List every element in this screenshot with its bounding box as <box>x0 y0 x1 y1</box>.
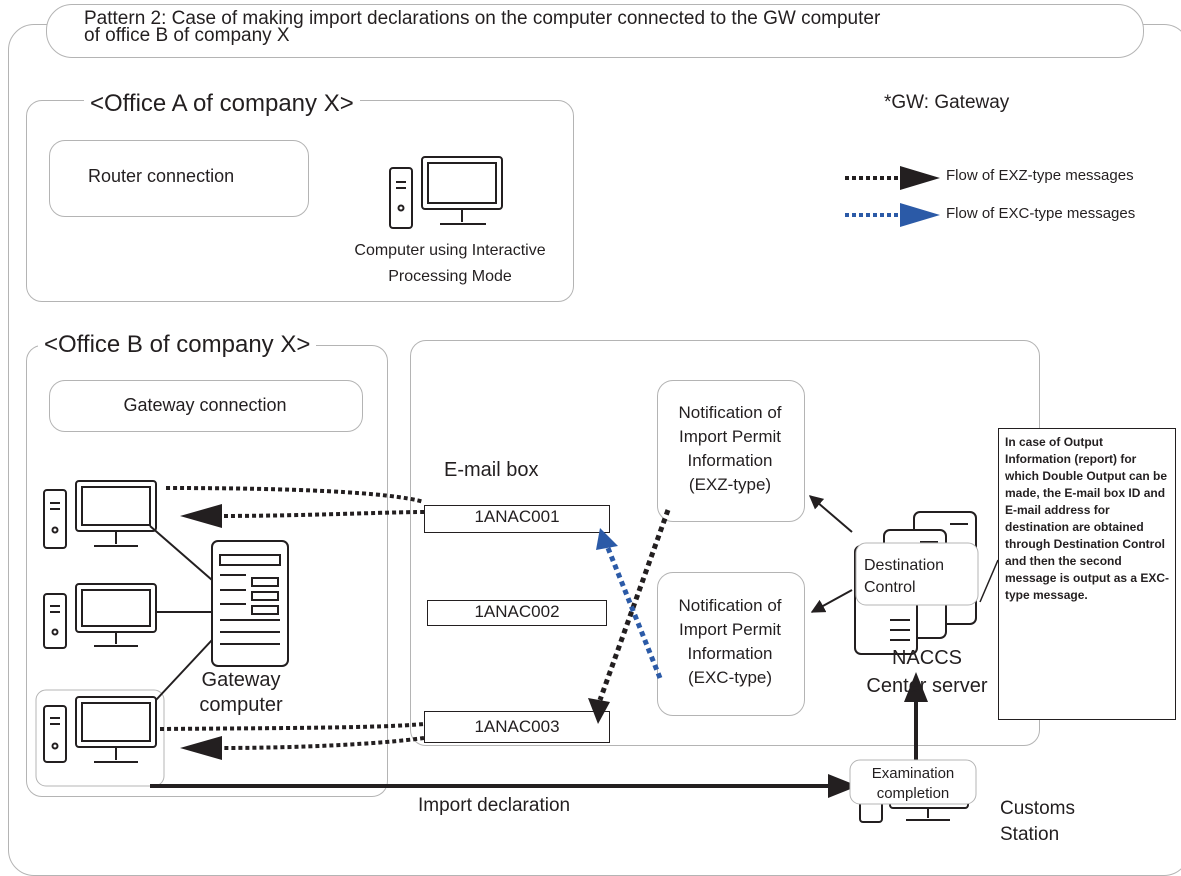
office-b-computer-3-icon <box>43 696 157 763</box>
import-declaration-arrowhead <box>828 774 858 798</box>
exz-arrowhead-computer-3 <box>180 736 222 760</box>
office-b-computer-2-icon <box>43 583 157 649</box>
exz-flow-1anac001 <box>165 486 425 518</box>
interactive-computer-label: Computer using Interactive Processing Mo… <box>354 242 546 285</box>
office-b-computer-1-icon <box>43 480 157 549</box>
customs-station-label: Customs Station <box>1000 798 1075 845</box>
destination-callout-text: In case of Output Information (report) f… <box>1005 435 1170 602</box>
gateway-connection-box <box>49 380 363 432</box>
notification-exc-box <box>657 572 805 716</box>
exz-flow-notification-to-1anac003 <box>597 509 671 701</box>
page-title: Pattern 2: Case of making import declara… <box>84 8 881 46</box>
email-box-1anac002: 1ANAC002 <box>427 600 607 626</box>
naccs-to-exc-notification-arrow <box>810 589 853 613</box>
legend-exc-arrow <box>845 203 940 227</box>
office-a-title: <Office A of company X> <box>84 90 360 118</box>
gateway-computer-icon <box>211 540 289 667</box>
email-box-1anac001: 1ANAC001 <box>424 505 610 533</box>
notification-exz-box <box>657 380 805 522</box>
office-b-title: <Office B of company X> <box>38 331 317 359</box>
exz-arrowhead-computer-1 <box>180 504 222 528</box>
router-connection-box <box>49 140 309 217</box>
router-connection-label: Router connection <box>88 166 235 186</box>
email-box-1anac003: 1ANAC003 <box>424 711 610 743</box>
callout-pointer <box>979 559 999 603</box>
import-declaration-label: Import declaration <box>418 795 571 816</box>
notification-exc-label: Notification of Import Permit Informatio… <box>678 596 782 687</box>
declaring-computer-highlight <box>35 689 165 787</box>
gw-note: *GW: Gateway <box>884 92 1010 113</box>
destination-control-label: Destination Control <box>864 557 945 596</box>
examination-completion-label: Examination completion <box>871 765 955 802</box>
gateway-links <box>149 525 213 701</box>
naccs-to-exz-notification-arrow <box>808 495 853 533</box>
legend-exz-label: Flow of EXZ-type messages <box>946 167 1134 184</box>
legend-exz-arrow <box>845 166 940 190</box>
exc-arrowhead-1anac001 <box>596 528 618 550</box>
legend-exc-label: Flow of EXC-type messages <box>946 205 1136 222</box>
destination-control-box <box>855 542 979 606</box>
email-box-title: E-mail box <box>444 459 539 481</box>
naccs-server-label: NACCS Center server <box>866 647 988 697</box>
title-banner <box>46 4 1144 58</box>
office-a-computer-icon <box>389 156 503 229</box>
gateway-computer-label: Gateway computer <box>199 669 283 716</box>
gateway-connection-label: Gateway connection <box>123 395 287 415</box>
customs-to-naccs-arrowhead <box>904 672 928 702</box>
exz-arrowhead-1anac003 <box>588 698 610 724</box>
exz-flow-1anac003 <box>159 722 425 750</box>
notification-exz-label: Notification of Import Permit Informatio… <box>678 403 782 494</box>
destination-callout <box>998 428 1176 720</box>
examination-completion-box <box>849 759 977 805</box>
